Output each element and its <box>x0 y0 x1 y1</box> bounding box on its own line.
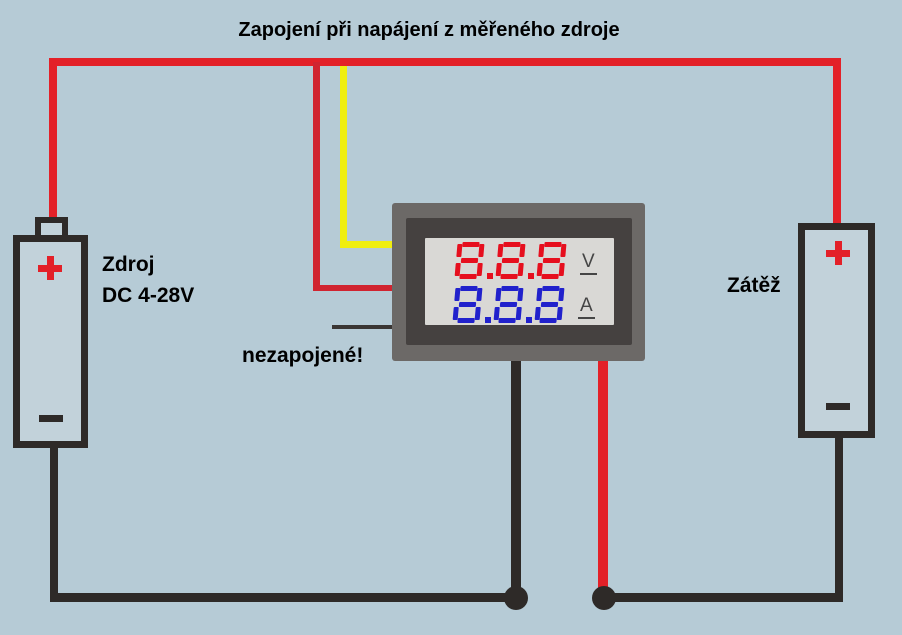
source-minus-symbol <box>39 415 63 422</box>
meter-module: V A <box>392 203 645 361</box>
wire-meter-sense-yellow-horizontal <box>340 241 393 248</box>
wire-unconnected-stub <box>332 325 393 329</box>
source-label: Zdroj DC 4-28V <box>102 249 194 311</box>
wire-source-plus-red <box>49 58 57 220</box>
load-battery <box>798 223 875 438</box>
meter-bezel: V A <box>406 218 632 345</box>
current-digits <box>452 286 565 323</box>
current-reading-row: A <box>452 286 595 323</box>
wire-load-plus-red <box>833 58 841 226</box>
wire-meter-current-red <box>598 355 608 598</box>
wire-meter-vplus-red-horizontal <box>313 285 393 291</box>
current-unit-label: A <box>578 296 595 319</box>
unconnected-label: nezapojené! <box>242 344 364 367</box>
wire-meter-minus-black <box>511 355 521 598</box>
voltage-unit-label: V <box>580 252 597 275</box>
source-rating: DC 4-28V <box>102 284 195 307</box>
wire-meter-sense-yellow-vertical <box>340 66 347 248</box>
load-minus-symbol <box>826 403 850 410</box>
wire-bottom-right-black <box>604 593 843 602</box>
diagram-title: Zapojení při napájení z měřeného zdroje <box>238 19 620 41</box>
wire-load-minus-black <box>835 438 843 602</box>
wire-bottom-left-black <box>50 593 516 602</box>
voltage-reading-row: V <box>454 242 597 279</box>
voltage-digits <box>454 242 567 279</box>
source-plus-symbol <box>38 256 62 280</box>
load-label: Zátěž <box>727 274 781 297</box>
wire-source-minus-black <box>50 448 58 602</box>
wire-top-red <box>49 58 841 66</box>
source-battery <box>13 235 88 448</box>
meter-display: V A <box>425 238 614 325</box>
load-plus-symbol <box>826 241 850 265</box>
source-name: Zdroj <box>102 253 155 276</box>
junction-dot-left <box>504 586 528 610</box>
junction-dot-right <box>592 586 616 610</box>
wire-meter-vplus-red-vertical <box>313 62 320 291</box>
